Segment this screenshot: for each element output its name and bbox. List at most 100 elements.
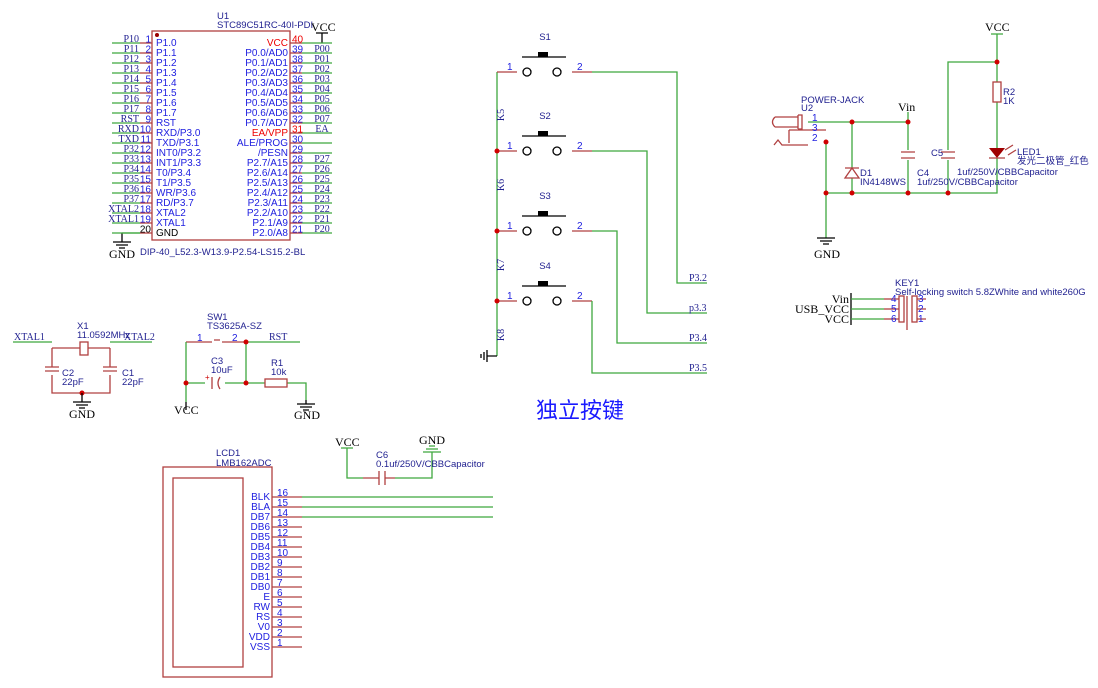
vcc-symbol xyxy=(316,32,328,43)
net-label: P20 xyxy=(314,224,330,235)
net-label: P11 xyxy=(124,44,139,55)
pin-number: 10 xyxy=(140,125,152,136)
gnd-label: GND xyxy=(69,407,95,421)
net-label: P00 xyxy=(314,44,330,55)
c4-ref: C4 xyxy=(917,168,929,179)
pin-number: 1 xyxy=(507,141,513,152)
lcd-pin-number: 14 xyxy=(277,508,289,519)
pin-name: P1.1 xyxy=(156,48,177,59)
switch-ref: S3 xyxy=(539,191,551,202)
lcd-pin-name: DB2 xyxy=(251,562,271,573)
mcu-footprint: DIP-40_L52.3-W13.9-P2.54-LS15.2-BL xyxy=(140,247,305,258)
pin-name: P2.7/A15 xyxy=(247,158,289,169)
x1-ref: X1 xyxy=(77,321,89,332)
pin-number: 39 xyxy=(292,45,304,56)
pin-number: 31 xyxy=(292,125,304,136)
switch-ref: S1 xyxy=(539,32,551,43)
switch-icon xyxy=(898,295,905,323)
pin-name: GND xyxy=(156,228,178,239)
pin1-marker xyxy=(155,33,159,37)
pin-number: 12 xyxy=(140,145,152,156)
sw1-ref: SW1 xyxy=(207,312,228,323)
pin-number: 2 xyxy=(145,45,151,56)
pin-name: P0.5/AD5 xyxy=(245,98,288,109)
lcd-pin-name: BLA xyxy=(251,502,270,513)
lcd-pin-number: 4 xyxy=(277,608,283,619)
switch-ref: S2 xyxy=(539,111,551,122)
net-label: P22 xyxy=(314,204,330,215)
pin-number: 24 xyxy=(292,195,304,206)
c6-ref: C6 xyxy=(376,450,388,461)
jack-pin1: 1 xyxy=(812,113,818,124)
pin-number: 2 xyxy=(577,221,583,232)
pin-name: RD/P3.7 xyxy=(156,198,194,209)
net-label: P01 xyxy=(314,54,330,65)
pin-name: P1.3 xyxy=(156,68,177,79)
pin-name: INT0/P3.2 xyxy=(156,148,201,159)
pin-number: 23 xyxy=(292,205,304,216)
vcc-label: VCC xyxy=(174,403,199,417)
pin-number: 1 xyxy=(507,221,513,232)
net-label: P24 xyxy=(314,184,330,195)
vin-label: Vin xyxy=(898,100,915,114)
k-label: K8 xyxy=(496,329,507,341)
pin-name: WR/P3.6 xyxy=(156,188,196,199)
lcd-pin-number: 7 xyxy=(277,578,283,589)
net-label: RST xyxy=(121,114,139,125)
gnd-label: GND xyxy=(814,247,840,261)
mcu-vcc-label: VCC xyxy=(311,20,336,34)
reset-circuit: SW1 TS3625A-SZ 1 2 + RST C3 10uF R1 10k … xyxy=(174,312,320,422)
net-label: P36 xyxy=(123,184,139,195)
lcd-pin-number: 3 xyxy=(277,618,283,629)
pin-number: 9 xyxy=(145,115,151,126)
pin-number: 13 xyxy=(140,155,152,166)
net-label: P32 xyxy=(123,144,139,155)
pin-name: /PESN xyxy=(258,148,288,159)
c5-value: 1uf/250V/CBBCapacitor xyxy=(957,167,1058,178)
pin-name: ALE/PROG xyxy=(237,138,288,149)
net-label: XTAL1 xyxy=(108,214,139,225)
power-jack-icon xyxy=(771,114,826,146)
net-label: P06 xyxy=(314,104,330,115)
pin-number: 4 xyxy=(145,65,151,76)
diode-icon xyxy=(843,166,861,179)
mcu-body xyxy=(151,30,291,241)
pin-number: 40 xyxy=(292,35,304,46)
k-label: K5 xyxy=(496,109,507,121)
pin-name: P0.7/AD7 xyxy=(245,118,288,129)
pin-number: 7 xyxy=(145,95,151,106)
pin-name: P2.4/A12 xyxy=(247,188,289,199)
lcd-pin-name: RS xyxy=(256,612,270,623)
c4-value: 1uf/250V/CBBCapacitor xyxy=(917,177,1018,188)
crystal-circuit: XTAL1 XTAL2 X1 11.0592MHz C2 22pF C1 22p… xyxy=(13,321,155,421)
pin-number: 19 xyxy=(140,215,152,226)
pin-number: 6 xyxy=(145,85,151,96)
key1-part: Self-locking switch 5.8ZWhite and white2… xyxy=(895,287,1086,298)
pin-number: 2 xyxy=(577,141,583,152)
pin-number: 8 xyxy=(145,105,151,116)
net-label: TXD xyxy=(118,134,139,145)
xtal2-net: XTAL2 xyxy=(124,332,155,343)
d1-ref: D1 xyxy=(860,168,872,179)
pin-name: P1.2 xyxy=(156,58,177,69)
r2-ref: R2 xyxy=(1003,87,1015,98)
r2-value: 1K xyxy=(1003,96,1015,107)
pin-number: 5 xyxy=(145,75,151,86)
mcu-part: STC89C51RC-40I-PDI xyxy=(217,20,313,31)
net-label: P04 xyxy=(314,84,330,95)
lcd-pin-number: 16 xyxy=(277,488,289,499)
net-label: P3.5 xyxy=(689,363,707,374)
net-label: P3.4 xyxy=(689,333,707,344)
decoupling-c6: VCC GND C6 0.1uf/250V/CBBCapacitor xyxy=(335,433,485,485)
pin-name: VCC xyxy=(267,38,288,49)
pin-number: 27 xyxy=(292,165,304,176)
mcu-gnd-label: GND xyxy=(109,247,135,261)
net-label: P26 xyxy=(314,164,330,175)
pin-number: 34 xyxy=(292,95,304,106)
pin-name: RST xyxy=(156,118,176,129)
pin-number: 30 xyxy=(292,135,304,146)
pin-number: 21 xyxy=(292,225,304,236)
r1-resistor-icon xyxy=(264,378,288,388)
net-label: P12 xyxy=(123,54,139,65)
